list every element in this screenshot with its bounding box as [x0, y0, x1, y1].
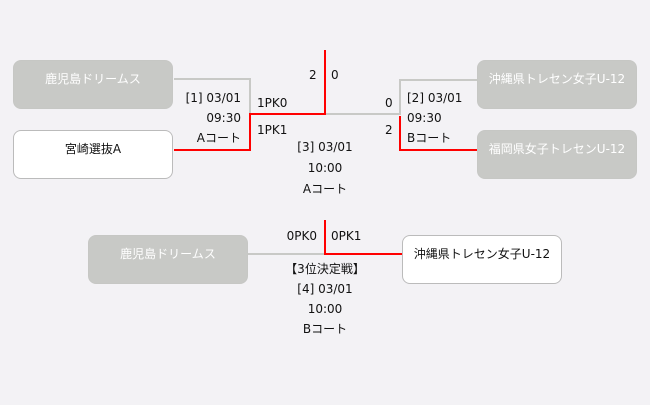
score: 0PK0 — [286, 229, 317, 243]
winner-line — [249, 113, 251, 151]
winner-line — [324, 220, 326, 255]
bracket-line — [399, 79, 477, 81]
score: 2 — [385, 123, 393, 137]
bracket-line — [248, 253, 326, 255]
score: 0 — [331, 68, 339, 82]
bracket-line — [399, 79, 401, 115]
match-id: [2] 03/01 — [407, 91, 463, 105]
match-court[interactable]: Bコート — [302, 322, 348, 336]
match-id: [1] 03/01 — [185, 91, 241, 105]
match-court[interactable]: Aコート — [302, 182, 348, 196]
match-court[interactable]: Bコート — [407, 131, 452, 145]
match-time: 10:00 — [307, 161, 343, 175]
bracket-line — [249, 78, 251, 114]
bracket-line — [174, 78, 251, 80]
team-box-okinawa[interactable]: 沖縄県トレセン女子U-12 — [402, 235, 562, 284]
match-label: 【3位決定戦】 — [285, 262, 365, 276]
bracket-line — [326, 113, 401, 115]
score: 1PK1 — [257, 123, 288, 137]
score: 1PK0 — [257, 96, 288, 110]
score: 0 — [385, 96, 393, 110]
match-id: [3] 03/01 — [297, 140, 353, 154]
match-court[interactable]: Aコート — [196, 131, 241, 145]
match-time: 10:00 — [307, 302, 343, 316]
team-box-kagoshima[interactable]: 鹿児島ドリームス — [13, 60, 173, 109]
score: 2 — [309, 68, 317, 82]
match-id: [4] 03/01 — [297, 282, 353, 296]
team-box-miyazaki[interactable]: 宮崎選抜A — [13, 130, 173, 179]
winner-line — [174, 149, 251, 151]
team-box-kagoshima[interactable]: 鹿児島ドリームス — [88, 235, 248, 284]
winner-line — [324, 50, 326, 115]
winner-line — [249, 113, 326, 115]
winner-line — [399, 149, 477, 151]
team-box-okinawa[interactable]: 沖縄県トレセン女子U-12 — [477, 60, 637, 109]
match-time: 09:30 — [407, 111, 442, 125]
winner-line — [324, 253, 402, 255]
team-box-fukuoka[interactable]: 福岡県女子トレセンU-12 — [477, 130, 637, 179]
score: 0PK1 — [331, 229, 362, 243]
match-time: 09:30 — [206, 111, 241, 125]
winner-line — [399, 116, 401, 151]
